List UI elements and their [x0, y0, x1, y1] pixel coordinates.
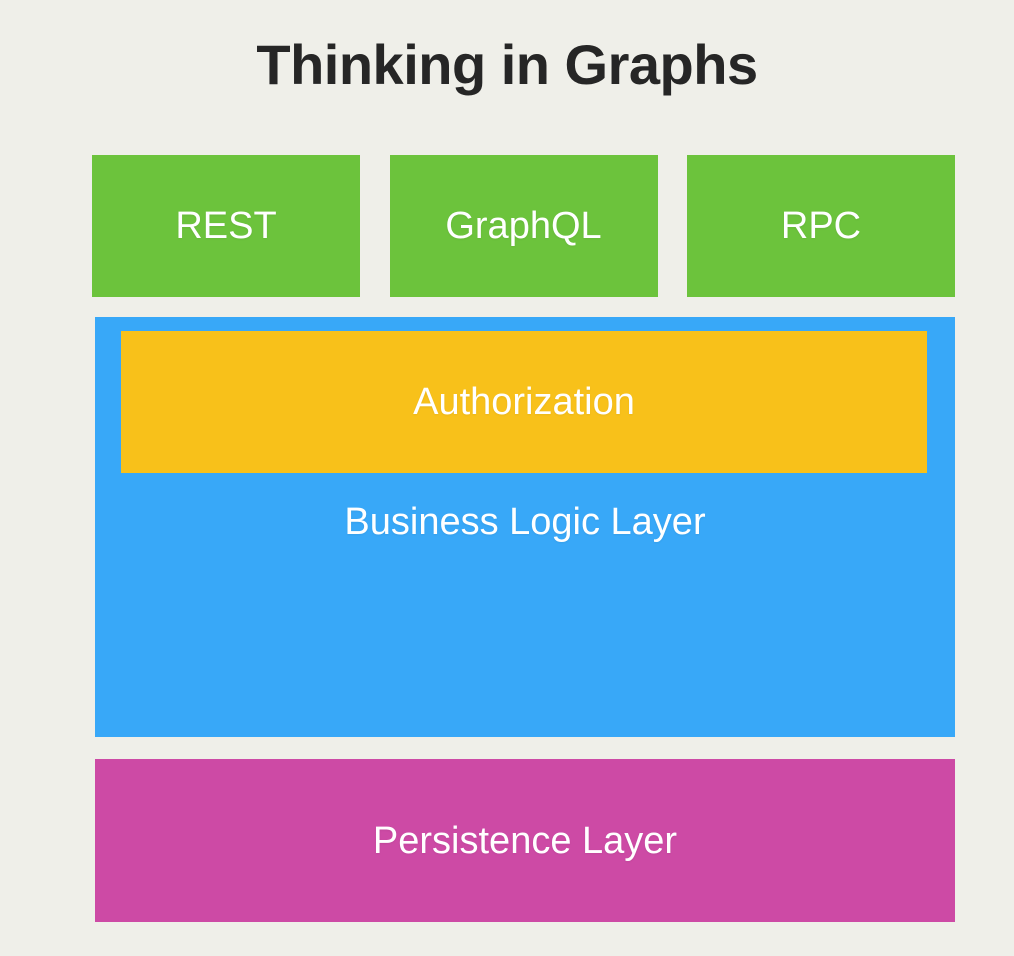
authorization-box[interactable]: Authorization	[121, 331, 927, 473]
api-box-graphql[interactable]: GraphQL	[389, 155, 658, 297]
api-box-graphql-label: GraphQL	[445, 205, 602, 247]
api-box-rest-label: REST	[175, 205, 277, 247]
api-box-rpc-label: RPC	[780, 205, 862, 247]
api-box-rpc[interactable]: RPC	[687, 155, 955, 297]
page-title: Thinking in Graphs	[256, 33, 758, 96]
api-box-rest[interactable]: REST	[92, 155, 360, 297]
api-layer-row: REST GraphQL RPC	[92, 155, 955, 297]
business-logic-layer[interactable]: Authorization Business Logic Layer	[95, 317, 955, 737]
caption-clip	[0, 944, 1014, 956]
business-logic-layer-label: Business Logic Layer	[344, 501, 706, 543]
persistence-layer-label: Persistence Layer	[372, 819, 678, 862]
persistence-layer[interactable]: Persistence Layer	[95, 759, 955, 922]
authorization-label: Authorization	[413, 381, 635, 423]
